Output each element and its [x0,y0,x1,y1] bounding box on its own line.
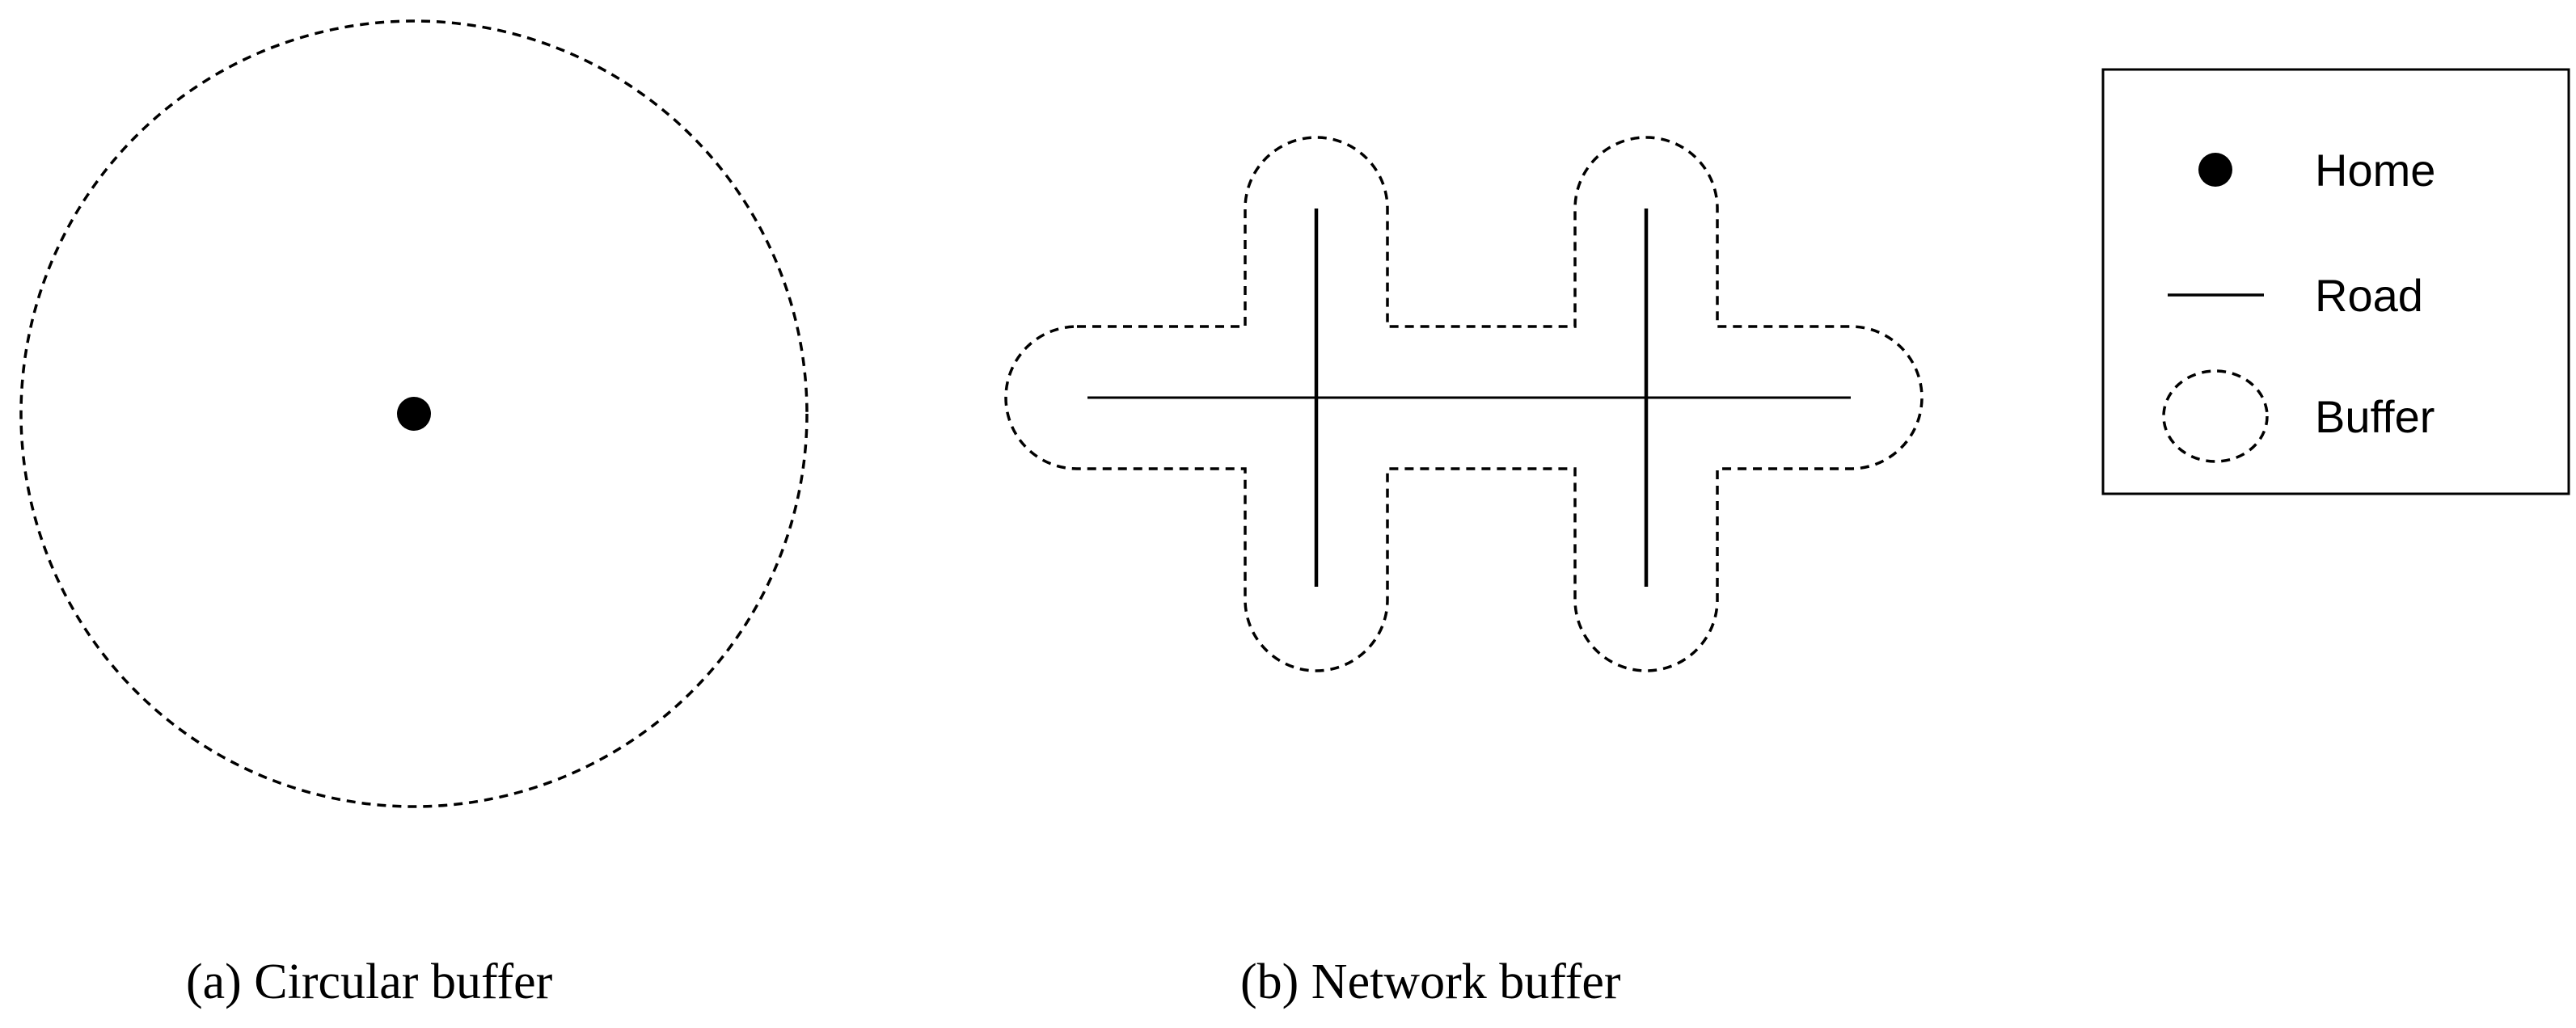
legend-box [2101,68,2570,495]
caption-network-buffer: (b) Network buffer [1240,954,1621,1009]
legend-item-road: Road [2168,270,2423,321]
legend-label-home: Home [2315,145,2435,196]
dashed-circle-icon [2162,369,2269,463]
legend-label-road: Road [2315,270,2423,321]
home-point [397,397,431,431]
filled-dot-icon [2198,153,2232,187]
caption-circular-buffer: (a) Circular buffer [186,954,553,1009]
panel-network-buffer: (b) Network buffer [1004,136,1924,1009]
legend-item-home: Home [2198,145,2435,196]
legend-label-buffer: Buffer [2315,391,2435,442]
circular-buffer-outline [19,19,809,808]
panel-circular-buffer: (a) Circular buffer [19,19,809,1009]
network-buffer-outline [1004,136,1924,672]
legend-item-buffer: Buffer [2162,369,2435,463]
legend: Home Road Buffer [2101,68,2570,495]
